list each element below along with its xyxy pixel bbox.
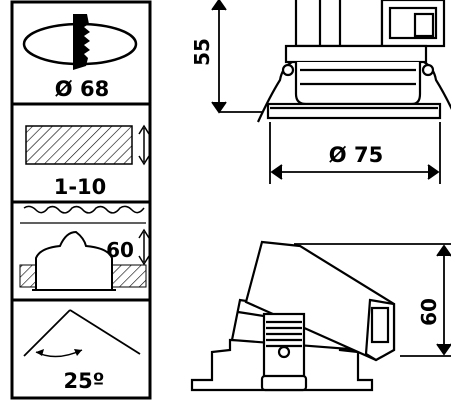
fixture-side-view xyxy=(257,0,451,123)
tilted-height-dimension xyxy=(294,243,451,357)
ceiling-thickness-icon xyxy=(25,124,150,166)
tilt-angle-icon xyxy=(23,309,141,358)
recess-depth-label: 60 xyxy=(106,238,134,262)
width-label: Ø 75 xyxy=(329,143,383,167)
cutout-icon xyxy=(22,14,138,70)
recess-depth-icon xyxy=(19,205,150,291)
width-dimension xyxy=(269,122,441,184)
tilted-height-label: 60 xyxy=(417,298,441,326)
height-dimension xyxy=(211,0,262,114)
fixture-tilted-view xyxy=(190,240,396,392)
ceiling-thickness-label: 1-10 xyxy=(54,175,107,199)
spec-panel: Ø 68 1-10 60 25º xyxy=(10,0,152,400)
tilt-angle-label: 25º xyxy=(63,369,104,393)
height-label: 55 xyxy=(190,38,214,66)
cutout-diameter-label: Ø 68 xyxy=(55,77,109,101)
